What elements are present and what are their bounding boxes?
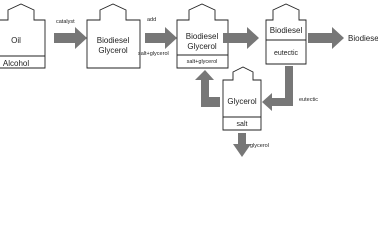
catalyst-label: catalyst [56, 19, 75, 25]
arrow-biodiesel-output [308, 27, 344, 49]
bottle-oil-label: Oil [11, 36, 21, 45]
bottle4-eutectic-label: eutectic [274, 50, 299, 57]
bottle2-biodiesel-label: Biodiesel [97, 36, 130, 45]
bottle5-glycerol-label: Glycerol [227, 97, 257, 106]
bottle-alcohol-label: Alcohol [3, 59, 29, 68]
biodiesel-output-label: Biodiesel [348, 34, 378, 43]
arrow-recycle-to-bottle3 [195, 70, 220, 107]
biodiesel-process-diagram: Oil Alcohol catalyst Biodiesel Glycerol … [0, 3, 378, 157]
arrow-glycerol-output [233, 133, 251, 157]
bottle-oil-alcohol: Oil Alcohol [0, 3, 46, 69]
bottle5-salt-label: salt [237, 121, 248, 128]
arrow-add-salt-glycerol [145, 27, 177, 49]
bottle3-biodiesel-label: Biodiesel [186, 32, 219, 41]
bottle3-salt-glycerol-label: salt+glycerol [187, 59, 218, 65]
bottle-glycerol-salt: Glycerol salt [222, 66, 262, 131]
bottle2-glycerol-label: Glycerol [98, 46, 128, 55]
bottle-biodiesel-eutectic: Biodiesel eutectic [265, 3, 307, 65]
glycerol-output-label: glycerol [250, 143, 269, 149]
salt-glycerol-label: salt+glycerol [138, 51, 169, 57]
bottle4-biodiesel-label: Biodiesel [270, 26, 303, 35]
arrow-to-biodiesel-eutectic [223, 27, 259, 49]
add-label: add [147, 17, 156, 23]
eutectic-label: eutectic [299, 97, 318, 103]
arrow-eutectic-to-glycerol [262, 66, 293, 111]
bottle-biodiesel-glycerol: Biodiesel Glycerol [86, 3, 141, 69]
arrow-catalyst [54, 27, 87, 49]
bottle3-glycerol-label: Glycerol [187, 42, 217, 51]
bottle-biodiesel-glycerol-salt: Biodiesel Glycerol salt+glycerol [176, 3, 229, 69]
